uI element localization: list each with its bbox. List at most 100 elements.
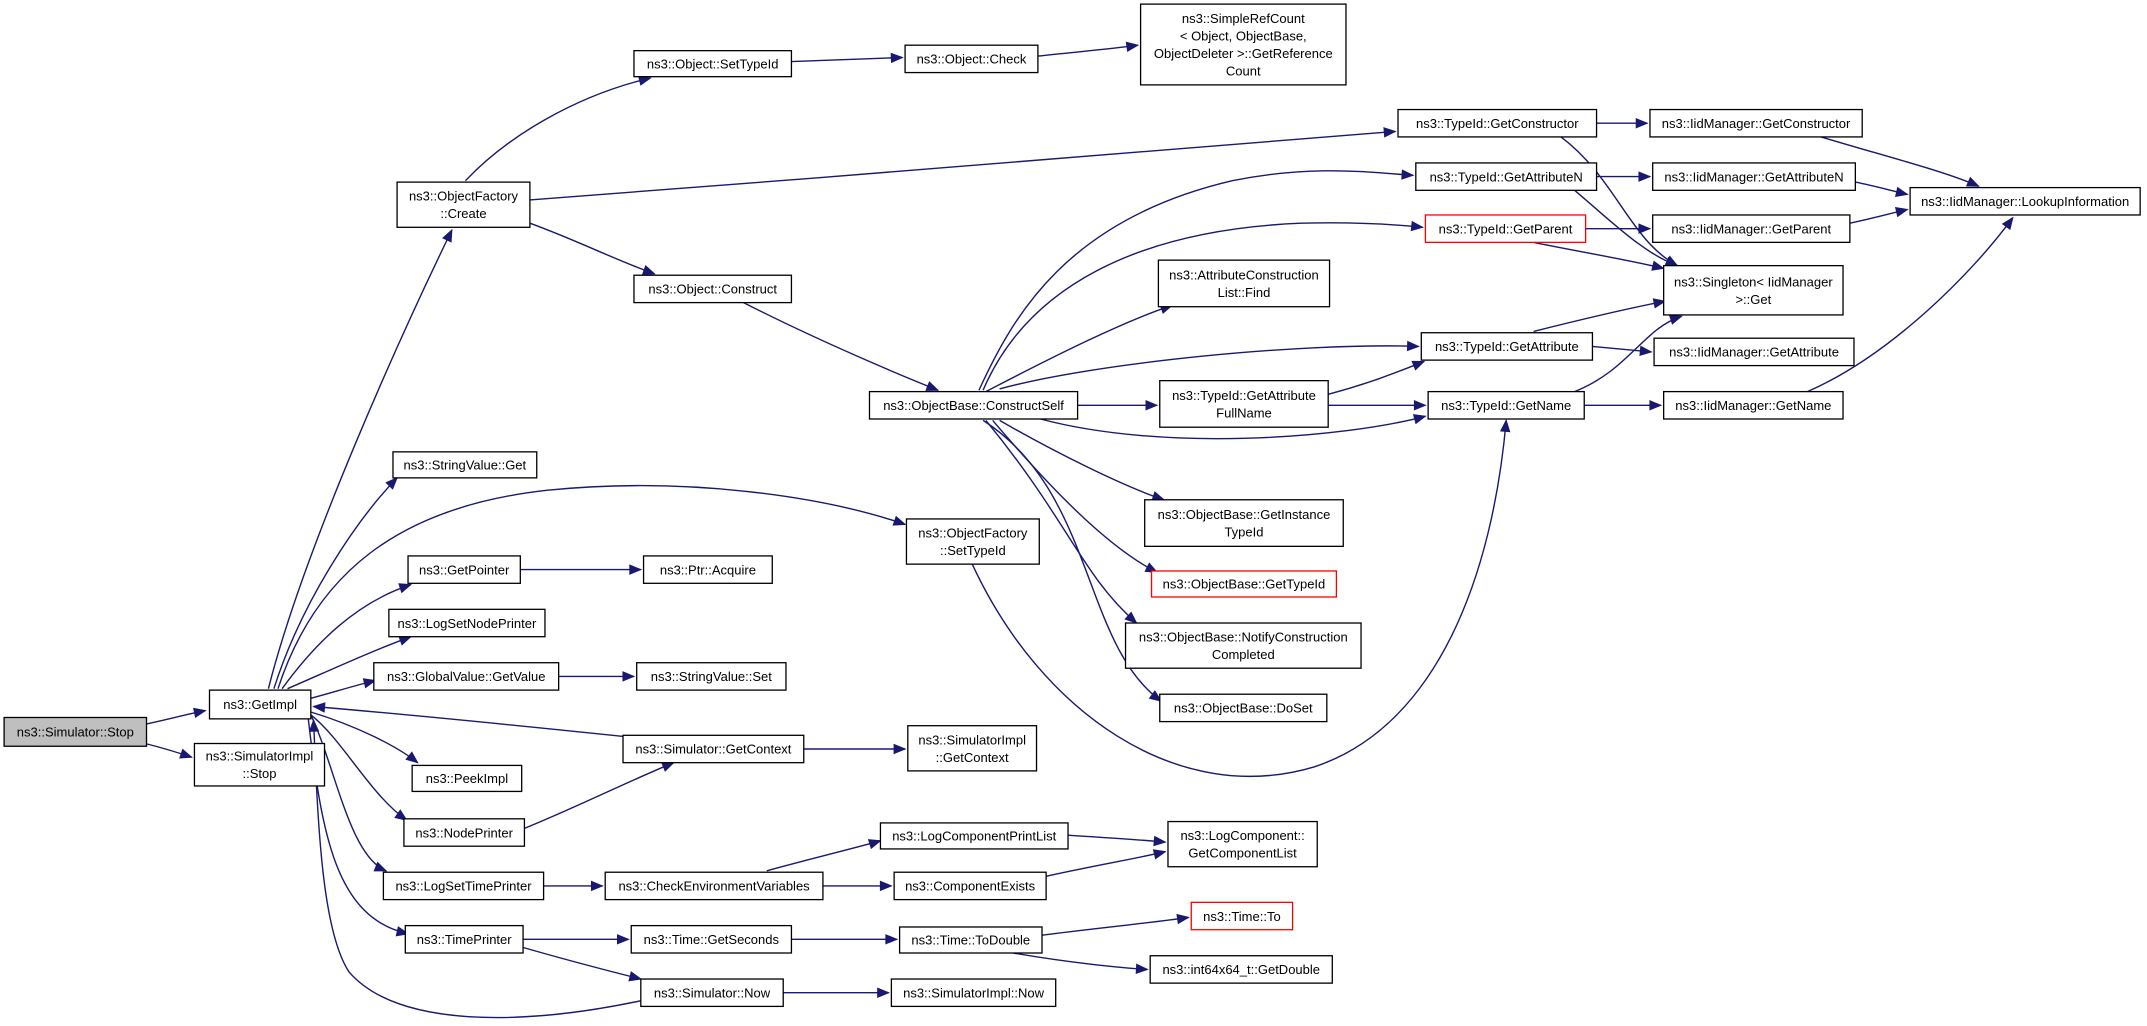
node-iidlookup[interactable]: ns3::IidManager::LookupInformation: [1909, 186, 2141, 216]
node-strset[interactable]: ns3::StringValue::Set: [636, 662, 787, 691]
node-box[interactable]: [1149, 955, 1333, 984]
node-box[interactable]: [898, 926, 1043, 954]
node-logcompprint[interactable]: ns3::LogComponentPrintList: [879, 822, 1069, 850]
node-box[interactable]: [1652, 162, 1856, 191]
node-box[interactable]: [1663, 264, 1844, 316]
node-tidgetparent[interactable]: ns3::TypeId::GetParent: [1424, 214, 1587, 244]
node-box[interactable]: [636, 662, 787, 691]
node-tidgetattr[interactable]: ns3::TypeId::GetAttribute: [1420, 332, 1594, 361]
node-tidgetname[interactable]: ns3::TypeId::GetName: [1427, 390, 1585, 420]
node-gvgetvalue[interactable]: ns3::GlobalValue::GetValue: [373, 662, 560, 691]
node-simimplstop[interactable]: ns3::SimulatorImpl::Stop: [193, 742, 326, 787]
node-box[interactable]: [1190, 901, 1294, 931]
node-ptracquire[interactable]: ns3::Ptr::Acquire: [642, 555, 773, 584]
node-box[interactable]: [1415, 162, 1598, 191]
node-box[interactable]: [633, 274, 793, 304]
node-getimpl[interactable]: ns3::GetImpl: [208, 689, 312, 720]
node-getpointer[interactable]: ns3::GetPointer: [407, 555, 521, 584]
node-obdoset[interactable]: ns3::ObjectBase::DoSet: [1159, 693, 1328, 723]
node-logsetnode[interactable]: ns3::LogSetNodePrinter: [388, 608, 546, 638]
node-iidgetparent[interactable]: ns3::IidManager::GetParent: [1652, 214, 1851, 244]
node-simimplgetctx[interactable]: ns3::SimulatorImpl::GetContext: [907, 725, 1038, 772]
node-box[interactable]: [1144, 499, 1344, 547]
node-simnow[interactable]: ns3::Simulator::Now: [640, 978, 784, 1008]
node-box[interactable]: [890, 978, 1057, 1008]
node-box[interactable]: [1124, 622, 1362, 669]
node-simgetcontext[interactable]: ns3::Simulator::GetContext: [622, 734, 805, 764]
node-ofsettypeid[interactable]: ns3::ObjectFactory::SetTypeId: [905, 518, 1040, 565]
node-box[interactable]: [1663, 390, 1844, 420]
node-box[interactable]: [1157, 259, 1331, 308]
node-box[interactable]: [208, 689, 312, 720]
node-box[interactable]: [879, 822, 1069, 850]
node-box[interactable]: [403, 818, 526, 847]
node-iidgetname[interactable]: ns3::IidManager::GetName: [1663, 390, 1844, 420]
node-nodeprinter[interactable]: ns3::NodePrinter: [403, 818, 526, 847]
node-box[interactable]: [1139, 3, 1347, 86]
node-iidgetctor[interactable]: ns3::IidManager::GetConstructor: [1649, 108, 1863, 138]
node-timetodouble[interactable]: ns3::Time::ToDouble: [898, 926, 1043, 954]
node-box[interactable]: [1424, 214, 1587, 244]
node-timegetsec[interactable]: ns3::Time::GetSeconds: [630, 924, 793, 954]
node-logsettime[interactable]: ns3::LogSetTimePrinter: [382, 871, 545, 901]
node-box[interactable]: [396, 181, 531, 228]
node-box[interactable]: [3, 716, 148, 747]
node-objcheck[interactable]: ns3::Object::Check: [904, 44, 1039, 74]
node-objconstruct[interactable]: ns3::Object::Construct: [633, 274, 793, 304]
node-tidgetctor[interactable]: ns3::TypeId::GetConstructor: [1397, 108, 1598, 138]
node-box[interactable]: [904, 44, 1039, 74]
node-box[interactable]: [1159, 693, 1328, 723]
node-box[interactable]: [388, 608, 546, 638]
node-box[interactable]: [633, 50, 793, 78]
node-box[interactable]: [604, 871, 824, 901]
node-box[interactable]: [640, 978, 784, 1008]
node-box[interactable]: [1427, 390, 1585, 420]
node-singleton[interactable]: ns3::Singleton< IidManager>::Get: [1663, 264, 1844, 316]
node-obnotify[interactable]: ns3::ObjectBase::NotifyConstructionCompl…: [1124, 622, 1362, 669]
node-ofcreate[interactable]: ns3::ObjectFactory::Create: [396, 181, 531, 228]
node-box[interactable]: [404, 924, 524, 954]
node-box[interactable]: [392, 451, 538, 479]
node-box[interactable]: [642, 555, 773, 584]
node-box[interactable]: [622, 734, 805, 764]
node-box[interactable]: [1653, 337, 1855, 367]
node-tidgetattrn[interactable]: ns3::TypeId::GetAttributeN: [1415, 162, 1598, 191]
node-logcompgetlist[interactable]: ns3::LogComponent::GetComponentList: [1167, 820, 1318, 868]
node-box[interactable]: [1652, 214, 1851, 244]
node-objsettypeid[interactable]: ns3::Object::SetTypeId: [633, 50, 793, 78]
node-box[interactable]: [407, 555, 521, 584]
node-compexists[interactable]: ns3::ComponentExists: [893, 871, 1047, 901]
node-box[interactable]: [893, 871, 1047, 901]
node-box[interactable]: [193, 742, 326, 787]
node-box[interactable]: [1420, 332, 1594, 361]
node-box[interactable]: [905, 518, 1040, 565]
node-timeprinter[interactable]: ns3::TimePrinter: [404, 924, 524, 954]
node-simplerefcount[interactable]: ns3::SimpleRefCount< Object, ObjectBase,…: [1139, 3, 1347, 86]
node-simimplnow[interactable]: ns3::SimulatorImpl::Now: [890, 978, 1057, 1008]
node-stop[interactable]: ns3::Simulator::Stop: [3, 716, 148, 747]
node-box[interactable]: [1909, 186, 2141, 216]
node-box[interactable]: [411, 764, 523, 793]
node-box[interactable]: [630, 924, 793, 954]
node-box[interactable]: [1159, 380, 1329, 428]
node-peekimpl[interactable]: ns3::PeekImpl: [411, 764, 523, 793]
node-strget[interactable]: ns3::StringValue::Get: [392, 451, 538, 479]
node-int64getdouble[interactable]: ns3::int64x64_t::GetDouble: [1149, 955, 1333, 984]
node-box[interactable]: [1649, 108, 1863, 138]
node-timeto[interactable]: ns3::Time::To: [1190, 901, 1294, 931]
node-box[interactable]: [1167, 820, 1318, 868]
node-box[interactable]: [1397, 108, 1598, 138]
node-box[interactable]: [382, 871, 545, 901]
node-iidgetattrn[interactable]: ns3::IidManager::GetAttributeN: [1652, 162, 1856, 191]
node-box[interactable]: [373, 662, 560, 691]
node-iidgetattr[interactable]: ns3::IidManager::GetAttribute: [1653, 337, 1855, 367]
node-box[interactable]: [868, 390, 1079, 420]
node-obgettypeid[interactable]: ns3::ObjectBase::GetTypeId: [1150, 570, 1338, 598]
node-constructself[interactable]: ns3::ObjectBase::ConstructSelf: [868, 390, 1079, 420]
node-box[interactable]: [1150, 570, 1338, 598]
node-checkenv[interactable]: ns3::CheckEnvironmentVariables: [604, 871, 824, 901]
node-box[interactable]: [907, 725, 1038, 772]
